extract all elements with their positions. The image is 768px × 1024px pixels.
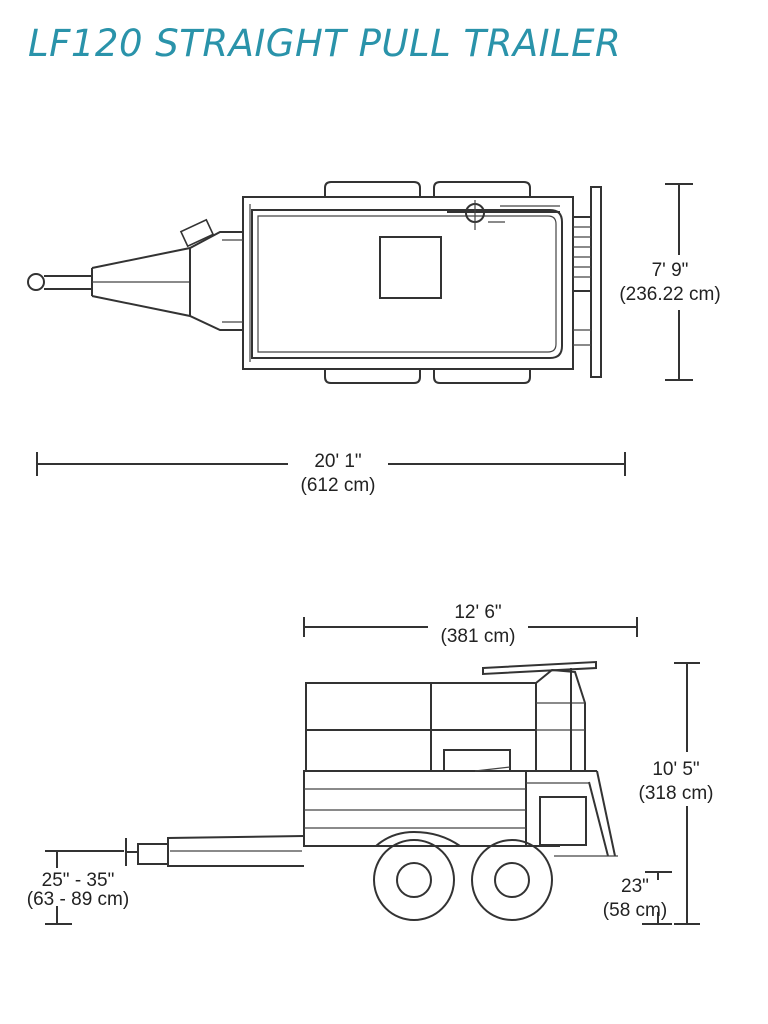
tank-length-dimension: 12' 6" (381 cm) — [303, 602, 638, 647]
hitch-height-imperial: 25" - 35" — [42, 870, 115, 891]
hitch-coupler — [137, 843, 169, 865]
tongue-jack — [179, 218, 215, 248]
rear-hub — [494, 862, 530, 898]
overall-length-dimension: 20' 1" (612 cm) — [36, 451, 626, 496]
front-hub — [396, 862, 432, 898]
height-metric: (318 cm) — [639, 783, 714, 804]
top-view — [27, 181, 602, 384]
rear-bumper — [590, 186, 602, 378]
side-view — [125, 660, 618, 921]
page-title: LF120 STRAIGHT PULL TRAILER — [28, 22, 622, 65]
height-dimension: 10' 5" (318 cm) — [639, 662, 714, 925]
fender — [304, 830, 560, 847]
hitch-height-dimension: 25" - 35" (63 - 89 cm) — [27, 850, 129, 925]
tank-length-imperial: 12' 6" — [454, 602, 501, 623]
width-metric: (236.22 cm) — [619, 284, 720, 305]
rear-wheel — [471, 839, 553, 921]
hitch-height-metric: (63 - 89 cm) — [27, 889, 129, 910]
length-imperial: 20' 1" — [314, 451, 361, 472]
tank-body — [251, 209, 563, 359]
frame-height-dimension: 23" (58 cm) — [603, 871, 672, 925]
front-wheel — [373, 839, 455, 921]
width-dimension: 7' 9" (236.22 cm) — [619, 183, 721, 381]
tire-bottom-left — [324, 369, 421, 384]
tire-top-left — [324, 181, 421, 197]
rear-ladder — [572, 216, 592, 292]
frame-height-imperial: 23" — [621, 876, 649, 897]
tire-bottom-right — [433, 369, 531, 384]
width-imperial: 7' 9" — [652, 260, 689, 281]
length-metric: (612 cm) — [301, 475, 376, 496]
tank-length-metric: (381 cm) — [441, 626, 516, 647]
tire-top-right — [433, 181, 531, 197]
frame-height-metric: (58 cm) — [603, 900, 667, 921]
lower-tank — [303, 770, 527, 847]
hitch-ring — [27, 273, 45, 291]
upper-tank — [305, 682, 537, 772]
height-imperial: 10' 5" — [652, 759, 699, 780]
boom — [482, 660, 597, 676]
rear-housing — [535, 668, 586, 772]
frame-outline — [242, 196, 574, 370]
tank-hatch — [379, 236, 442, 299]
rear-cabinet — [539, 796, 587, 846]
